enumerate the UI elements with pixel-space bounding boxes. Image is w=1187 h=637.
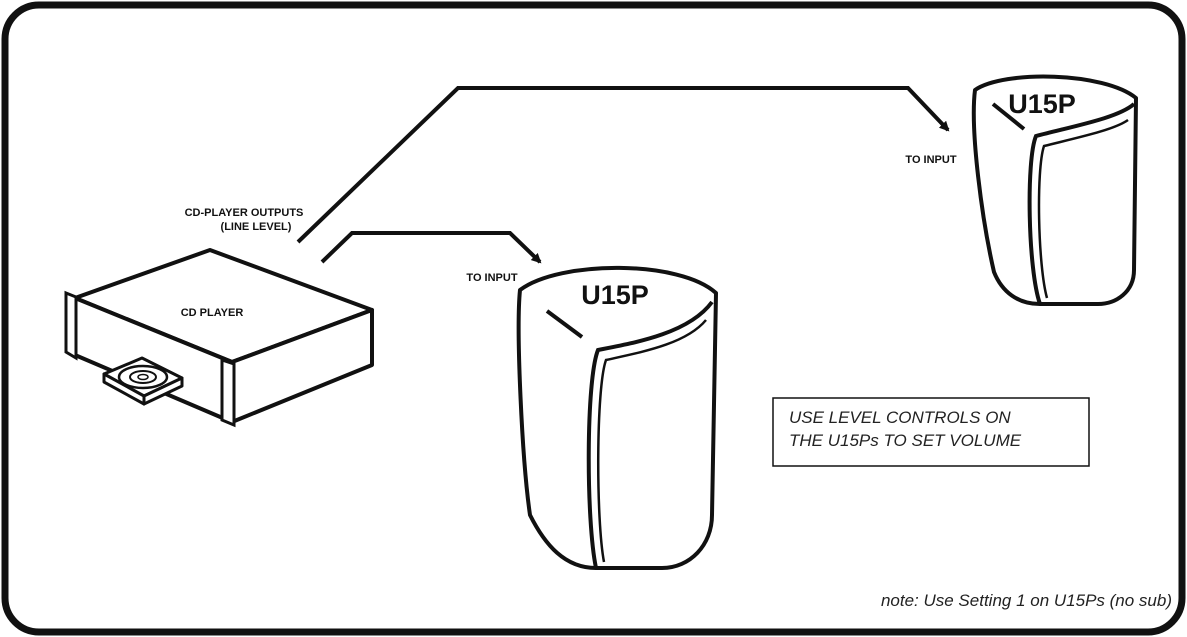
- cd-player-label: CD PLAYER: [181, 307, 244, 319]
- setting-note: note: Use Setting 1 on U15Ps (no sub): [881, 591, 1172, 610]
- instruction-line-2: THE U15Ps TO SET VOLUME: [789, 431, 1022, 450]
- cable-to-back-speaker: [296, 86, 950, 244]
- cd-outputs-label: CD-PLAYER OUTPUTS: [185, 207, 304, 219]
- back-speaker: [971, 74, 1138, 306]
- instruction-line-1: USE LEVEL CONTROLS ON: [789, 408, 1011, 427]
- back-speaker-input-label: TO INPUT: [905, 154, 956, 166]
- front-speaker-model: U15P: [581, 280, 649, 310]
- front-speaker: [516, 265, 718, 570]
- cd-player-unit: [64, 248, 374, 428]
- cd-outputs-level-label: (LINE LEVEL): [221, 221, 292, 233]
- cable-to-front-speaker: [320, 231, 542, 264]
- back-speaker-model: U15P: [1008, 89, 1076, 119]
- front-speaker-input-label: TO INPUT: [466, 272, 517, 284]
- disc-icon: [117, 364, 169, 390]
- instruction-box: [772, 397, 1090, 467]
- disc-tray: [102, 356, 184, 406]
